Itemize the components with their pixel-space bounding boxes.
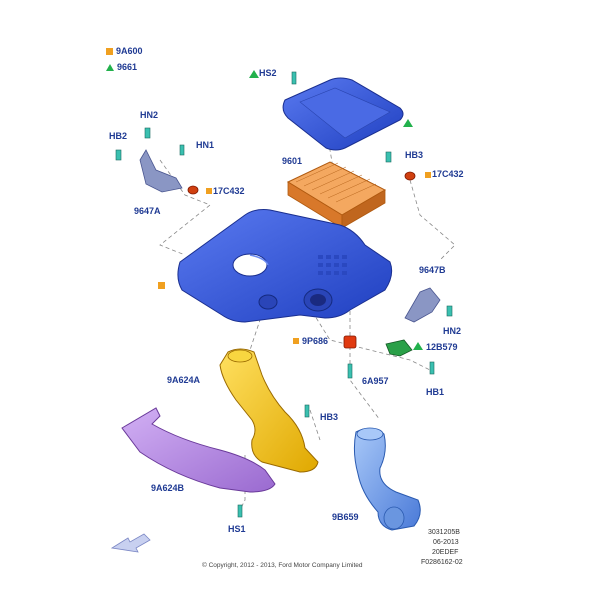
callout-9a624a: 9A624A	[167, 375, 201, 385]
callout-hn2-right: HN2	[443, 326, 462, 336]
legend-triangle-icon	[106, 63, 114, 71]
air-cleaner-cover	[282, 77, 404, 151]
sensor-seal	[343, 335, 357, 349]
callout-hb3-mid: HB3	[320, 412, 339, 422]
callout-6a957: 6A957	[362, 376, 389, 386]
legend-label: 9661	[117, 62, 138, 72]
direction-arrow-icon	[110, 533, 151, 553]
callout-9p686: 9P686	[302, 336, 329, 346]
callout-hn2-left: HN2	[140, 110, 159, 120]
grommet-right	[404, 171, 416, 181]
legend-label: 9A600	[116, 46, 143, 56]
legend-item-9661: 9661	[106, 62, 137, 72]
air-filter-element	[286, 161, 387, 229]
grommet-left	[187, 185, 199, 195]
callout-hs1: HS1	[228, 524, 246, 534]
callout-12b579: 12B579	[426, 342, 458, 352]
callout-9b659: 9B659	[332, 512, 359, 522]
hs2-triangle-marker	[249, 70, 259, 78]
air-cleaner-housing	[177, 209, 393, 323]
callout-9647b: 9647B	[419, 265, 446, 275]
cover-triangle-marker	[403, 119, 413, 127]
housing-square-marker	[158, 282, 165, 289]
grommet-right-square-marker	[425, 172, 431, 178]
bracket-9647a	[139, 149, 183, 193]
callout-hb3-top: HB3	[405, 150, 424, 160]
grommet-left-square-marker	[206, 188, 212, 194]
callout-9601: 9601	[282, 156, 303, 166]
mass-airflow-sensor	[385, 339, 413, 357]
doc-reference: F0286162-02	[421, 559, 463, 566]
callout-hs2: HS2	[259, 68, 277, 78]
callout-hb2: HB2	[109, 131, 128, 141]
copyright-notice: © Copyright, 2012 - 2013, Ford Motor Com…	[202, 562, 363, 569]
doc-date: 06-2013	[433, 539, 459, 546]
seal-square-marker	[293, 338, 299, 344]
legend-item-9a600: 9A600	[106, 46, 143, 56]
callout-9a624b: 9A624B	[151, 483, 185, 493]
air-hose	[353, 427, 421, 531]
sensor-triangle-marker	[413, 342, 423, 350]
bracket-9647b	[404, 287, 441, 323]
callout-9647a: 9647A	[134, 206, 161, 216]
doc-number: 3031205B	[428, 529, 460, 536]
legend-square-icon	[106, 47, 113, 55]
air-intake-duct	[219, 348, 319, 473]
callout-17c432-right: 17C432	[432, 169, 464, 179]
callout-hn1: HN1	[196, 140, 215, 150]
air-deflector	[121, 407, 276, 493]
callout-17c432-left: 17C432	[213, 186, 245, 196]
callout-hb1: HB1	[426, 387, 445, 397]
doc-code: 20EDEF	[432, 549, 459, 556]
fasteners	[115, 71, 453, 518]
